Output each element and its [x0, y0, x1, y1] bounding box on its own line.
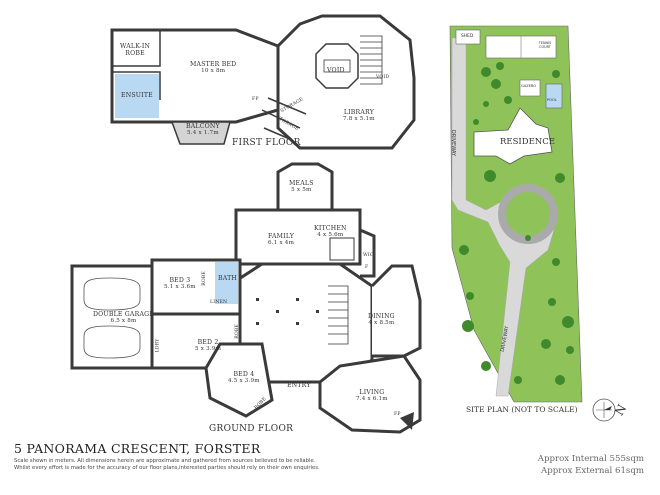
shed-label: SHED [461, 34, 474, 39]
first-fp-name: FP [252, 97, 259, 102]
ensuite-name: ENSUITE [121, 92, 153, 99]
bath-label: BATH [218, 275, 237, 283]
robe-1-label: ROBE [201, 271, 208, 286]
master-name: MASTER BED [190, 61, 237, 68]
linen-label: LINEN [210, 300, 228, 306]
bed-4-name: BED 4 [233, 371, 255, 378]
residence-label: RESIDENCE [500, 137, 555, 147]
void-2-name: VOID [376, 75, 390, 80]
first-floor-title: FIRST FLOOR [232, 138, 301, 148]
meals-name: MEALS [289, 180, 314, 187]
bed-4-size: 4.5 x 3.9m [228, 377, 260, 384]
ground-fp-label: FP [394, 412, 401, 418]
linen-name: LINEN [210, 300, 228, 305]
wic-name: WIC [363, 253, 374, 258]
driveway-upper-label: DRIVEWAY [450, 129, 457, 157]
kitchen-size: 4 x 5.6m [317, 231, 344, 238]
site-plan-title: SITE PLAN (NOT TO SCALE) [466, 405, 578, 414]
kitchen-name: KITCHEN [314, 225, 347, 232]
living-name: LIVING [359, 389, 385, 396]
void-2-label: VOID [376, 75, 390, 81]
ensuite-wet-area [115, 74, 159, 118]
robe-2-name: ROBE [234, 324, 240, 339]
dining-size: 4 x 8.5m [368, 319, 395, 326]
robe-2-label: ROBE [234, 324, 241, 339]
disclaimer-line-2: Whilst every effort is made for the accu… [14, 465, 320, 472]
double-garage-label: DOUBLE GARAGE 6.5 x 8m [93, 311, 154, 324]
pool-label: POOL [547, 98, 557, 102]
walkin-sub: ROBE [125, 49, 145, 57]
library-label: LIBRARY 7.8 x 5.1m [343, 109, 375, 122]
garage-name: DOUBLE GARAGE [93, 311, 154, 318]
north-arrow-icon: N [592, 398, 629, 422]
ground-floor-plan [70, 162, 422, 434]
gazebo-label: GAZEBO [521, 84, 537, 88]
family-label: FAMILY 6.1 x 4m [268, 233, 295, 246]
disclaimer-line-1: Scale shown in meters. All dimensions he… [14, 458, 316, 464]
dining-label: DINING 4 x 8.5m [368, 313, 395, 326]
bed-4-label: BED 4 4.5 x 3.9m [228, 371, 260, 384]
site-plan [449, 25, 583, 403]
living-fireplace [400, 412, 414, 430]
bed-2-label: BED 2 5 x 3.9m [195, 339, 222, 352]
balcony-name: BALCONY [186, 123, 220, 130]
master-bed-label: MASTER BED 10 x 8m [190, 61, 237, 74]
approx-internal: Approx Internal 555sqm [537, 454, 644, 464]
disclaimer: Scale shown in meters. All dimensions he… [14, 458, 444, 472]
living-label: LIVING 7.4 x 6.1m [356, 389, 388, 402]
first-floor-plan [110, 14, 416, 150]
ldry-label: LDRY [155, 338, 162, 353]
family-size: 6.1 x 4m [268, 239, 295, 246]
library-size: 7.8 x 5.1m [343, 115, 375, 122]
ground-floor-title: GROUND FLOOR [209, 424, 294, 434]
ground-fp-name: FP [394, 412, 401, 417]
dining-name: DINING [368, 313, 395, 320]
family-name: FAMILY [268, 233, 295, 240]
walkin-name: WALK-IN [120, 43, 151, 50]
ldry-name: LDRY [155, 338, 161, 353]
living-size: 7.4 x 6.1m [356, 395, 388, 402]
garage-cars [83, 277, 141, 359]
bath-wet-area [215, 262, 238, 304]
bed-3-size: 5.1 x 3.6m [164, 283, 196, 290]
tennis-court-label: TENNIS COURT [538, 41, 552, 49]
meals-size: 5 x 5m [291, 186, 312, 193]
garage-size: 6.5 x 8m [110, 317, 137, 324]
f-label: F [365, 265, 369, 271]
master-size: 10 x 8m [201, 67, 226, 74]
bed-3-label: BED 3 5.1 x 3.6m [164, 277, 196, 290]
robe-1-name: ROBE [201, 271, 207, 286]
columns [256, 298, 319, 325]
property-address: 5 PANORAMA CRESCENT, FORSTER [14, 441, 261, 456]
bath-name: BATH [218, 275, 237, 282]
library-name: LIBRARY [343, 109, 374, 116]
ensuite-label: ENSUITE [121, 92, 153, 100]
bed-2-name: BED 2 [197, 339, 219, 346]
walkin-robe-label: WALK-IN ROBE [120, 43, 151, 57]
entry-label: ENTRY [287, 382, 311, 390]
bed-2-size: 5 x 3.9m [195, 345, 222, 352]
balcony-label: BALCONY 5.4 x 1.7m [186, 123, 220, 136]
wic-label: WIC [363, 253, 374, 259]
approx-external: Approx External 61sqm [541, 466, 644, 476]
meals-label: MEALS 5 x 5m [289, 180, 314, 193]
balcony-size: 5.4 x 1.7m [187, 129, 219, 136]
entry-name: ENTRY [287, 382, 311, 389]
bed-3-name: BED 3 [169, 277, 191, 284]
f-name: F [365, 265, 369, 270]
balcony-area [170, 121, 231, 145]
first-fp-label: FP [252, 97, 259, 103]
kitchen-label: KITCHEN 4 x 5.6m [314, 225, 347, 238]
void-1-name: VOID [327, 67, 345, 74]
void-1-label: VOID [327, 67, 345, 75]
svg-text:N: N [612, 402, 629, 418]
